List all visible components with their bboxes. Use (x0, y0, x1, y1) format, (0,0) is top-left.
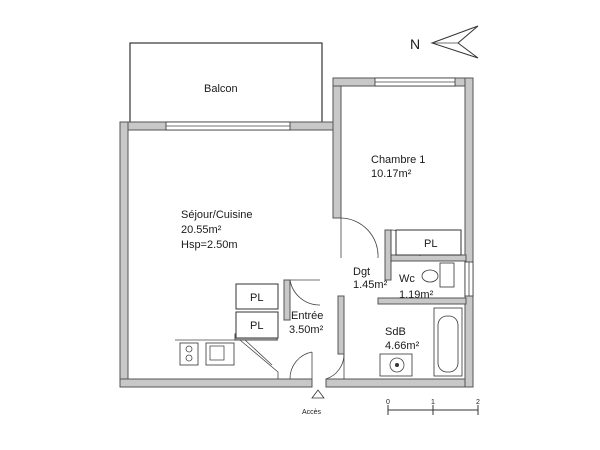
closet-label-3: PL (250, 320, 263, 332)
balcon-label: Balcon (204, 83, 238, 95)
closet-label-2: PL (250, 292, 263, 304)
scale-bar: 0 1 2 (386, 399, 480, 415)
scale-tick-2: 2 (476, 399, 480, 406)
north-compass: N (410, 25, 479, 59)
dgt-area: 1.45m² (353, 279, 388, 291)
chambre-label: Chambre 1 (371, 154, 425, 166)
sdb-area: 4.66m² (385, 340, 420, 352)
north-label: N (410, 36, 420, 52)
sejour-label: Séjour/Cuisine (181, 209, 253, 221)
wc-label: Wc (399, 273, 415, 285)
kitchen-fixtures (175, 339, 279, 379)
compass-arrow-icon (430, 25, 479, 59)
dgt-label: Dgt (353, 266, 370, 278)
access-marker: Accès (302, 389, 325, 416)
sejour-height: Hsp=2.50m (181, 239, 238, 251)
windows (165, 77, 474, 297)
wc-area: 1.19m² (399, 289, 434, 301)
entree-label: Entrée (291, 310, 323, 322)
access-label: Accès (302, 409, 322, 416)
sdb-label: SdB (385, 326, 406, 338)
bathroom-fixtures (379, 307, 463, 377)
chambre-area: 10.17m² (371, 168, 412, 180)
closet-label-1: PL (424, 238, 437, 250)
access-arrow-icon (311, 389, 325, 399)
scale-tick-0: 0 (386, 399, 390, 406)
scale-tick-1: 1 (431, 399, 435, 406)
sejour-area: 20.55m² (181, 224, 222, 236)
toilet (421, 262, 455, 288)
entree-area: 3.50m² (289, 324, 324, 336)
closets (235, 229, 462, 339)
